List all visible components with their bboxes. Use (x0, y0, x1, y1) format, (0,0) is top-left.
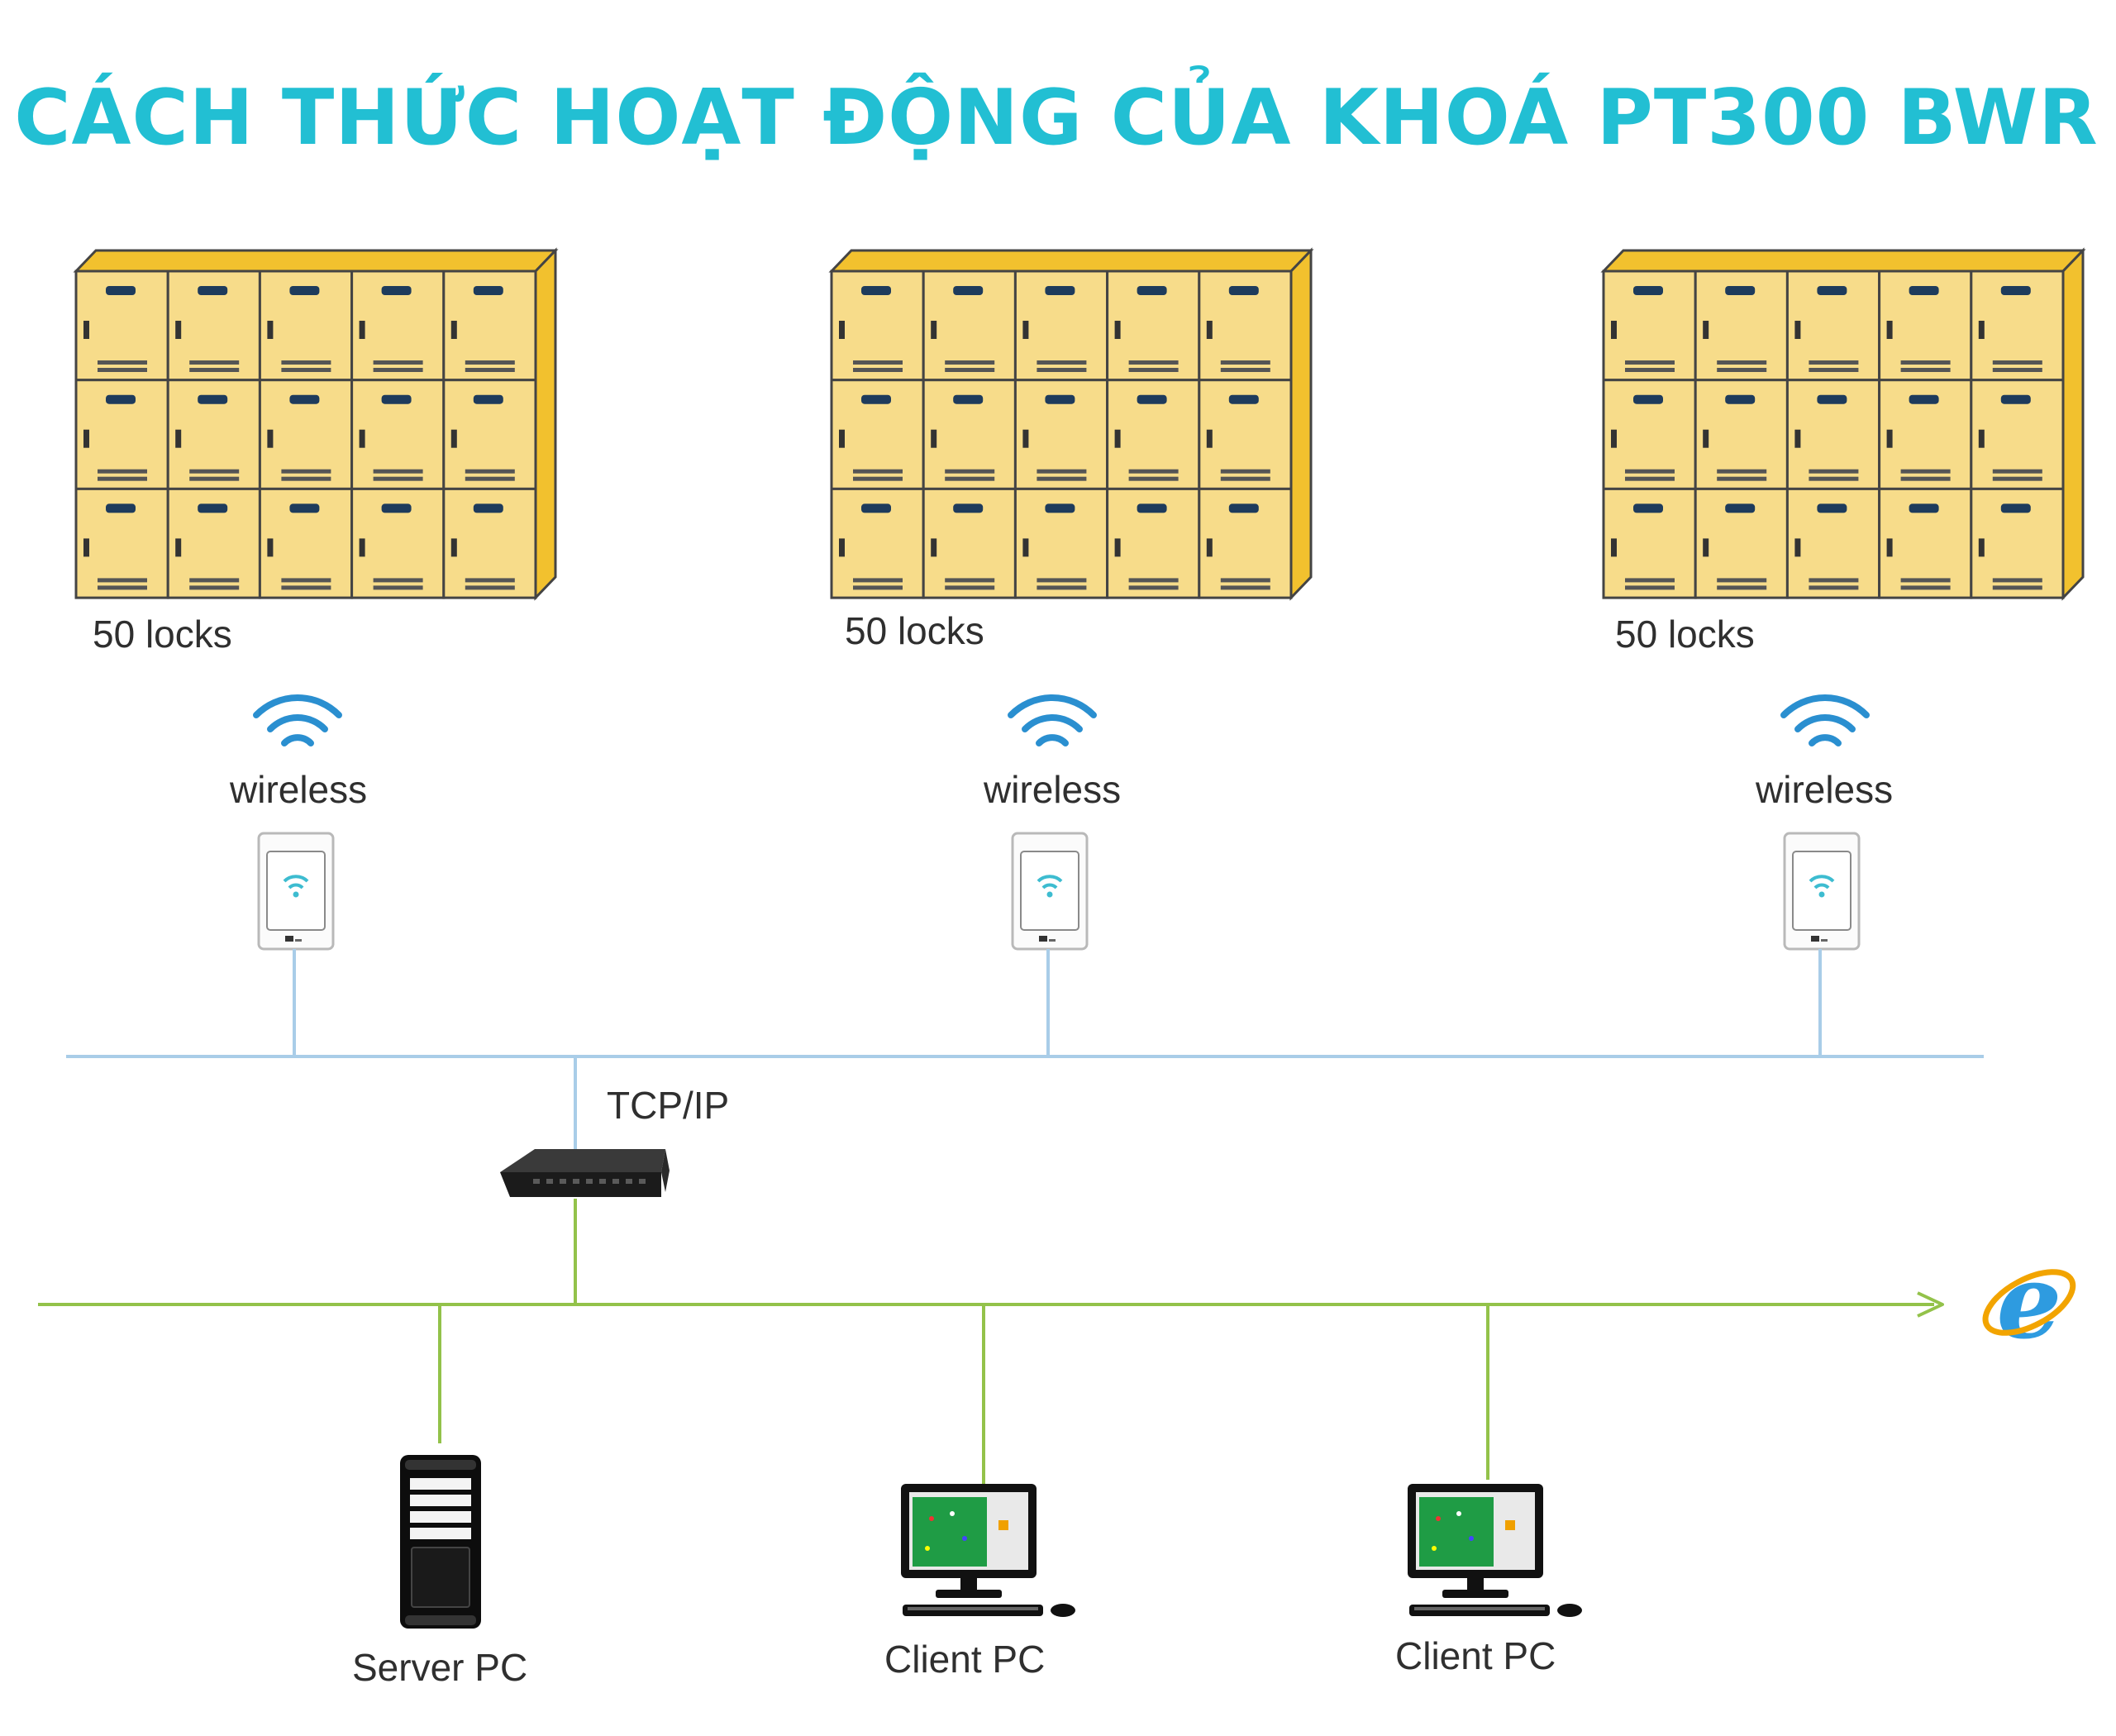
locker-door (1970, 487, 2065, 599)
wireless-gateway-icon (1783, 832, 1861, 951)
internet-explorer-icon: e (1982, 1242, 2076, 1362)
wireless-gateway-icon (257, 832, 335, 951)
locker-door (1878, 487, 1973, 599)
locker-door (350, 269, 446, 382)
locker-door (442, 379, 537, 490)
tcpip-network-lines (66, 949, 1984, 1153)
locker-bank-1 (74, 249, 557, 599)
locker-door (922, 487, 1017, 599)
wifi-icon (256, 698, 339, 743)
locker-door (830, 487, 925, 599)
locker-door (74, 379, 169, 490)
locker-door (74, 487, 169, 599)
locker-door (1785, 269, 1881, 382)
locker-door (166, 379, 261, 490)
diagram-title: CÁCH THỨC HOẠT ĐỘNG CỦA KHOÁ PT300 BWR (14, 73, 2099, 162)
locker-door (258, 269, 354, 382)
locker-door (350, 487, 446, 599)
lan-network-lines (38, 1199, 1944, 1484)
locker-door (74, 269, 169, 382)
locker-door (830, 269, 925, 382)
locker-door (350, 379, 446, 490)
locker-bank-2 (830, 249, 1313, 599)
locker-door (1013, 487, 1109, 599)
desktop-computer-icon (1408, 1484, 1582, 1617)
locker-door (1198, 379, 1293, 490)
locker-door (1878, 269, 1973, 382)
network-switch-icon (500, 1149, 670, 1197)
locker-door (1602, 379, 1697, 490)
svg-text:e: e (1997, 1242, 2062, 1362)
locker-door (1970, 269, 2065, 382)
wifi-icon (1011, 698, 1094, 743)
locker-door (1694, 487, 1789, 599)
locker-door (1694, 379, 1789, 490)
client-pc-label: Client PC (884, 1638, 1046, 1681)
locker-door (1106, 487, 1201, 599)
locker-bank-label: 50 locks (845, 609, 984, 652)
wireless-gateway-icon (1011, 832, 1089, 951)
locker-door (258, 379, 354, 490)
locker-door (1198, 269, 1293, 382)
locker-door (830, 379, 925, 490)
wireless-label: wireless (1756, 768, 1894, 811)
client-pc-label: Client PC (1395, 1634, 1556, 1677)
locker-door (1013, 379, 1109, 490)
desktop-computer-icon (901, 1484, 1075, 1617)
wireless-label: wireless (230, 768, 368, 811)
locker-door (1602, 269, 1697, 382)
locker-door (1106, 379, 1201, 490)
wifi-icon (1784, 698, 1866, 743)
locker-door (1106, 269, 1201, 382)
locker-door (1694, 269, 1789, 382)
locker-door (922, 269, 1017, 382)
locker-door (1198, 487, 1293, 599)
locker-door (1013, 269, 1109, 382)
locker-door (258, 487, 354, 599)
locker-door (442, 269, 537, 382)
locker-door (1878, 379, 1973, 490)
server-pc-label: Server PC (352, 1646, 528, 1689)
locker-door (442, 487, 537, 599)
locker-door (1785, 487, 1881, 599)
locker-door (166, 269, 261, 382)
locker-door (922, 379, 1017, 490)
locker-bank-3 (1602, 249, 2085, 599)
tcpip-label: TCP/IP (607, 1084, 730, 1127)
locker-door (1970, 379, 2065, 490)
locker-bank-label: 50 locks (1615, 613, 1755, 656)
locker-bank-label: 50 locks (93, 613, 232, 656)
locker-door (166, 487, 261, 599)
locker-door (1602, 487, 1697, 599)
wireless-label: wireless (984, 768, 1122, 811)
locker-door (1785, 379, 1881, 490)
server-tower-icon (400, 1455, 481, 1629)
